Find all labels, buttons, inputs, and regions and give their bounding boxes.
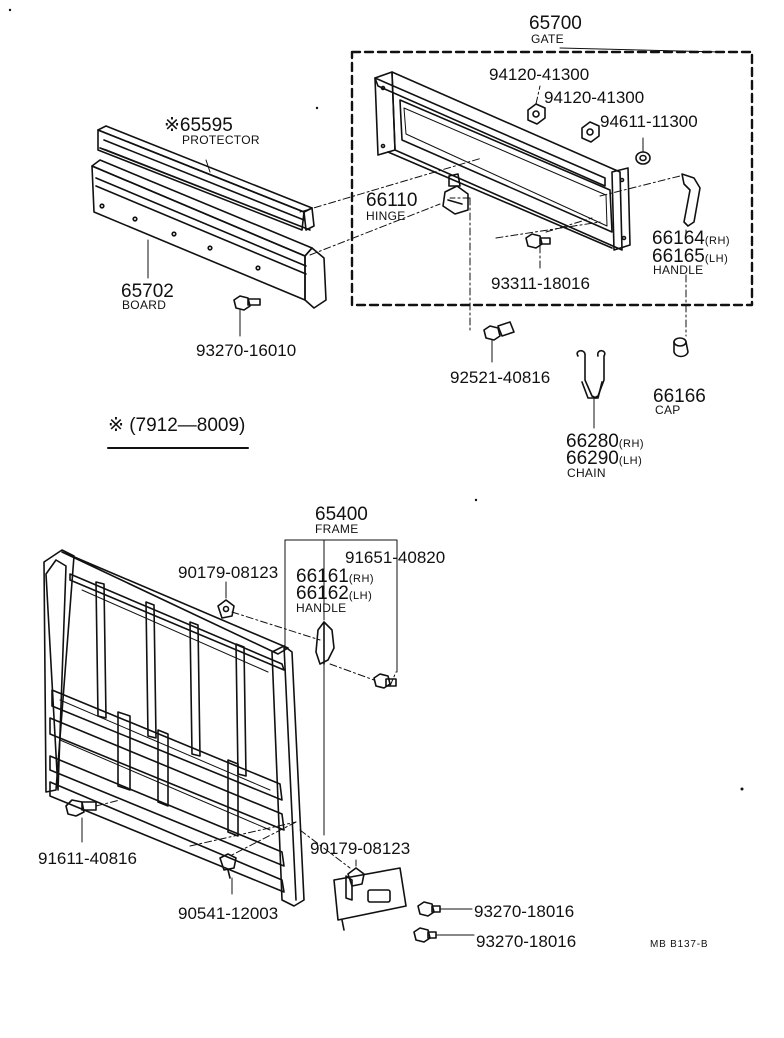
frame-clip-lower-number: 90179-08123 [310, 839, 411, 858]
gate-nut-3 [635, 151, 651, 165]
protector-name: PROTECTOR [182, 133, 260, 147]
gate-number: 65700 [529, 13, 582, 34]
frame-plate [333, 867, 407, 931]
gate-panel [374, 71, 631, 251]
stray-marks [8, 8, 744, 791]
gate-nut-2 [581, 121, 600, 143]
gate-name: GATE [531, 32, 564, 46]
gate-handle-rh-suffix: (RH) [704, 235, 731, 247]
chain-rh-num: 66280 [566, 431, 619, 452]
gate-dashed-box [350, 50, 754, 307]
cap-number: 66166 [653, 386, 706, 407]
frame-leaders [81, 539, 475, 936]
board-bolt-number: 93270-16010 [196, 341, 297, 360]
plate-bolt-2 [413, 927, 437, 943]
hinge-number: 66110 [366, 190, 418, 211]
upper-leaders [299, 85, 687, 337]
chain-rh-number: 66280(RH) [566, 432, 644, 451]
protector-number: ※65595 [164, 115, 233, 136]
gate-handle-lh-num: 66165 [652, 246, 705, 267]
gate-bolt [525, 233, 551, 249]
board-name: BOARD [122, 298, 167, 312]
board-bolt [233, 295, 261, 311]
frame-number: 65400 [315, 504, 368, 525]
frame-part [43, 549, 305, 907]
chain-part [576, 349, 606, 399]
frame-bolt-upper-number: 91651-40820 [345, 548, 446, 567]
nut2-number: 94120-41300 [544, 88, 645, 107]
board-part [91, 159, 327, 309]
gate-handle-rh-num: 66164 [652, 228, 705, 249]
frame-clip-upper [217, 599, 235, 619]
frame-handle-rh-number: 66161(RH) [296, 567, 374, 586]
gate-handle-name: HANDLE [653, 263, 704, 277]
frame-handle-lh-number: 66162(LH) [296, 584, 372, 603]
date-note: ※ (7912—8009) [108, 415, 246, 436]
upper-ticks [147, 137, 687, 429]
hinge-bolt-number: 92521-40816 [450, 368, 551, 387]
chain-name: CHAIN [567, 466, 606, 480]
nut1-number: 94120-41300 [489, 65, 590, 84]
frame-screw-lower-number: 90541-12003 [178, 904, 279, 923]
frame-handle-lh-suffix: (LH) [348, 590, 373, 602]
gate-handle [681, 173, 701, 227]
chain-lh-suffix: (LH) [618, 455, 643, 467]
frame-name: FRAME [315, 522, 359, 536]
gate-handle-lh-suffix: (LH) [704, 253, 729, 265]
gate-nut-1 [527, 103, 546, 125]
protector-part [97, 125, 315, 231]
frame-clip-lower [347, 867, 365, 887]
plate-bolt-1 [417, 901, 441, 917]
gate-handle-rh-number: 66164(RH) [652, 229, 730, 248]
nut3-number: 94611-11300 [600, 112, 698, 131]
cap-part [673, 337, 689, 358]
frame-screw-lower [219, 853, 237, 879]
reference-code: MB B137-B [650, 939, 709, 950]
frame-bolt-left-number: 91611-40816 [38, 849, 137, 868]
frame-handle-lh-num: 66162 [296, 583, 349, 604]
hinge-bolt [483, 321, 515, 341]
frame-handle-name: HANDLE [296, 601, 347, 615]
chain-lh-num: 66290 [566, 448, 619, 469]
chain-lh-number: 66290(LH) [566, 449, 642, 468]
plate-bolt-2-number: 93270-18016 [476, 932, 577, 951]
frame-dash-leaders [95, 611, 397, 869]
chain-rh-suffix: (RH) [618, 438, 645, 450]
frame-clip-upper-number: 90179-08123 [178, 563, 279, 582]
hinge-name: HINGE [366, 209, 406, 223]
gate-handle-lh-number: 66165(LH) [652, 247, 728, 266]
hinge-part [442, 173, 469, 215]
frame-bolt-upper [373, 673, 397, 689]
frame-handle [315, 621, 335, 665]
cap-name: CAP [655, 403, 681, 417]
gate-bolt-number: 93311-18016 [491, 274, 590, 293]
board-number: 65702 [121, 281, 174, 302]
frame-handle-rh-suffix: (RH) [348, 573, 375, 585]
plate-bolt-1-number: 93270-18016 [474, 902, 575, 921]
frame-handle-rh-num: 66161 [296, 566, 349, 587]
